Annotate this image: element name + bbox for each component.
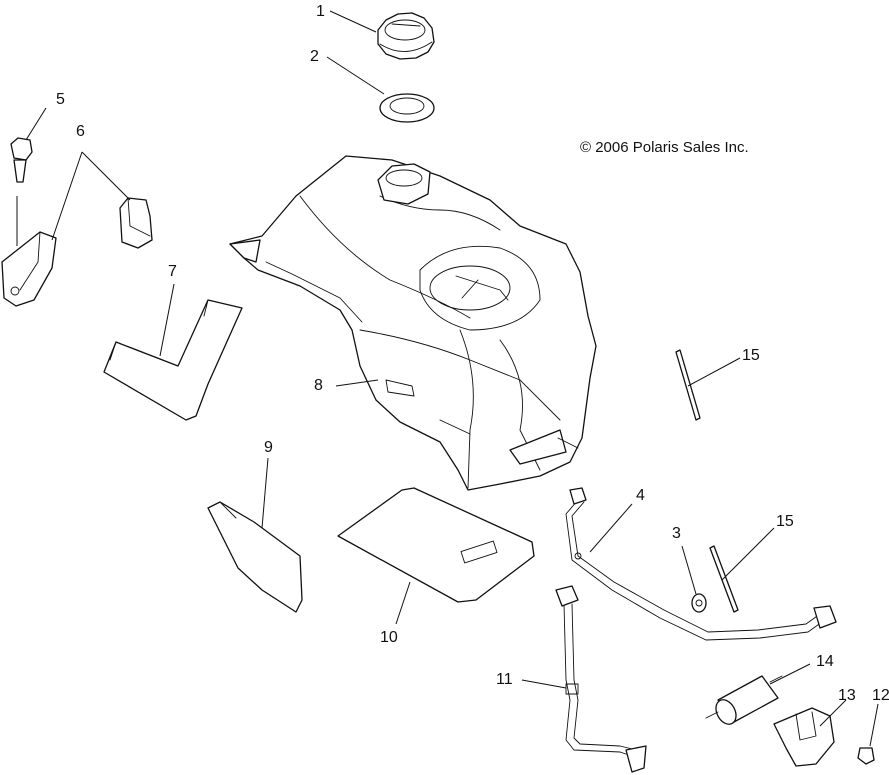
part-l-pad: [103, 299, 243, 421]
part-fuel-line-lower: [555, 585, 647, 773]
callout-1: 1: [316, 3, 325, 20]
leader-13: [819, 699, 847, 727]
leader-15b: [721, 527, 775, 581]
part-pad-large: [337, 487, 535, 603]
part-cable-tie-b: [709, 545, 739, 613]
callout-5: 5: [56, 91, 65, 108]
leader-2: [326, 56, 385, 95]
callout-11: 11: [496, 671, 513, 688]
leader-12: [869, 703, 879, 747]
part-mounting-brackets: [1, 197, 153, 307]
leader-11: [521, 679, 567, 689]
leader-5: [25, 107, 47, 141]
callout-8: 8: [314, 377, 323, 394]
callout-6: 6: [76, 123, 85, 140]
callout-13: 13: [838, 687, 856, 704]
callout-7: 7: [168, 263, 177, 280]
callout-15a: 15: [742, 347, 760, 364]
leader-6b: [81, 151, 131, 201]
callout-10: 10: [380, 629, 398, 646]
leader-3: [681, 545, 697, 595]
callout-14: 14: [816, 653, 834, 670]
leader-4: [589, 503, 633, 553]
part-clamp: [691, 593, 707, 613]
callout-12: 12: [872, 687, 889, 704]
part-fuel-filter: [705, 675, 783, 725]
part-cable-tie-a: [675, 349, 701, 421]
leader-8: [335, 379, 379, 387]
leader-14: [769, 663, 811, 685]
leader-15a: [687, 357, 741, 387]
leader-1: [329, 10, 377, 33]
leader-6a: [51, 151, 83, 241]
part-push-rivet: [857, 747, 875, 765]
part-filter-bracket: [773, 707, 835, 767]
copyright-text: © 2006 Polaris Sales Inc.: [580, 139, 749, 156]
leader-7: [159, 283, 175, 357]
callout-15b: 15: [776, 513, 794, 530]
part-cap-gasket: [379, 93, 435, 123]
part-pad-small: [207, 501, 303, 613]
callout-4: 4: [636, 487, 645, 504]
callout-2: 2: [310, 48, 319, 65]
leader-10: [395, 581, 411, 625]
callout-9: 9: [264, 439, 273, 456]
part-bolt: [10, 137, 33, 246]
leader-9: [261, 457, 269, 529]
part-fuel-tank: [229, 155, 597, 491]
part-fuel-cap: [377, 12, 435, 60]
callout-3: 3: [672, 525, 681, 542]
part-fuel-line-main: [565, 487, 837, 641]
